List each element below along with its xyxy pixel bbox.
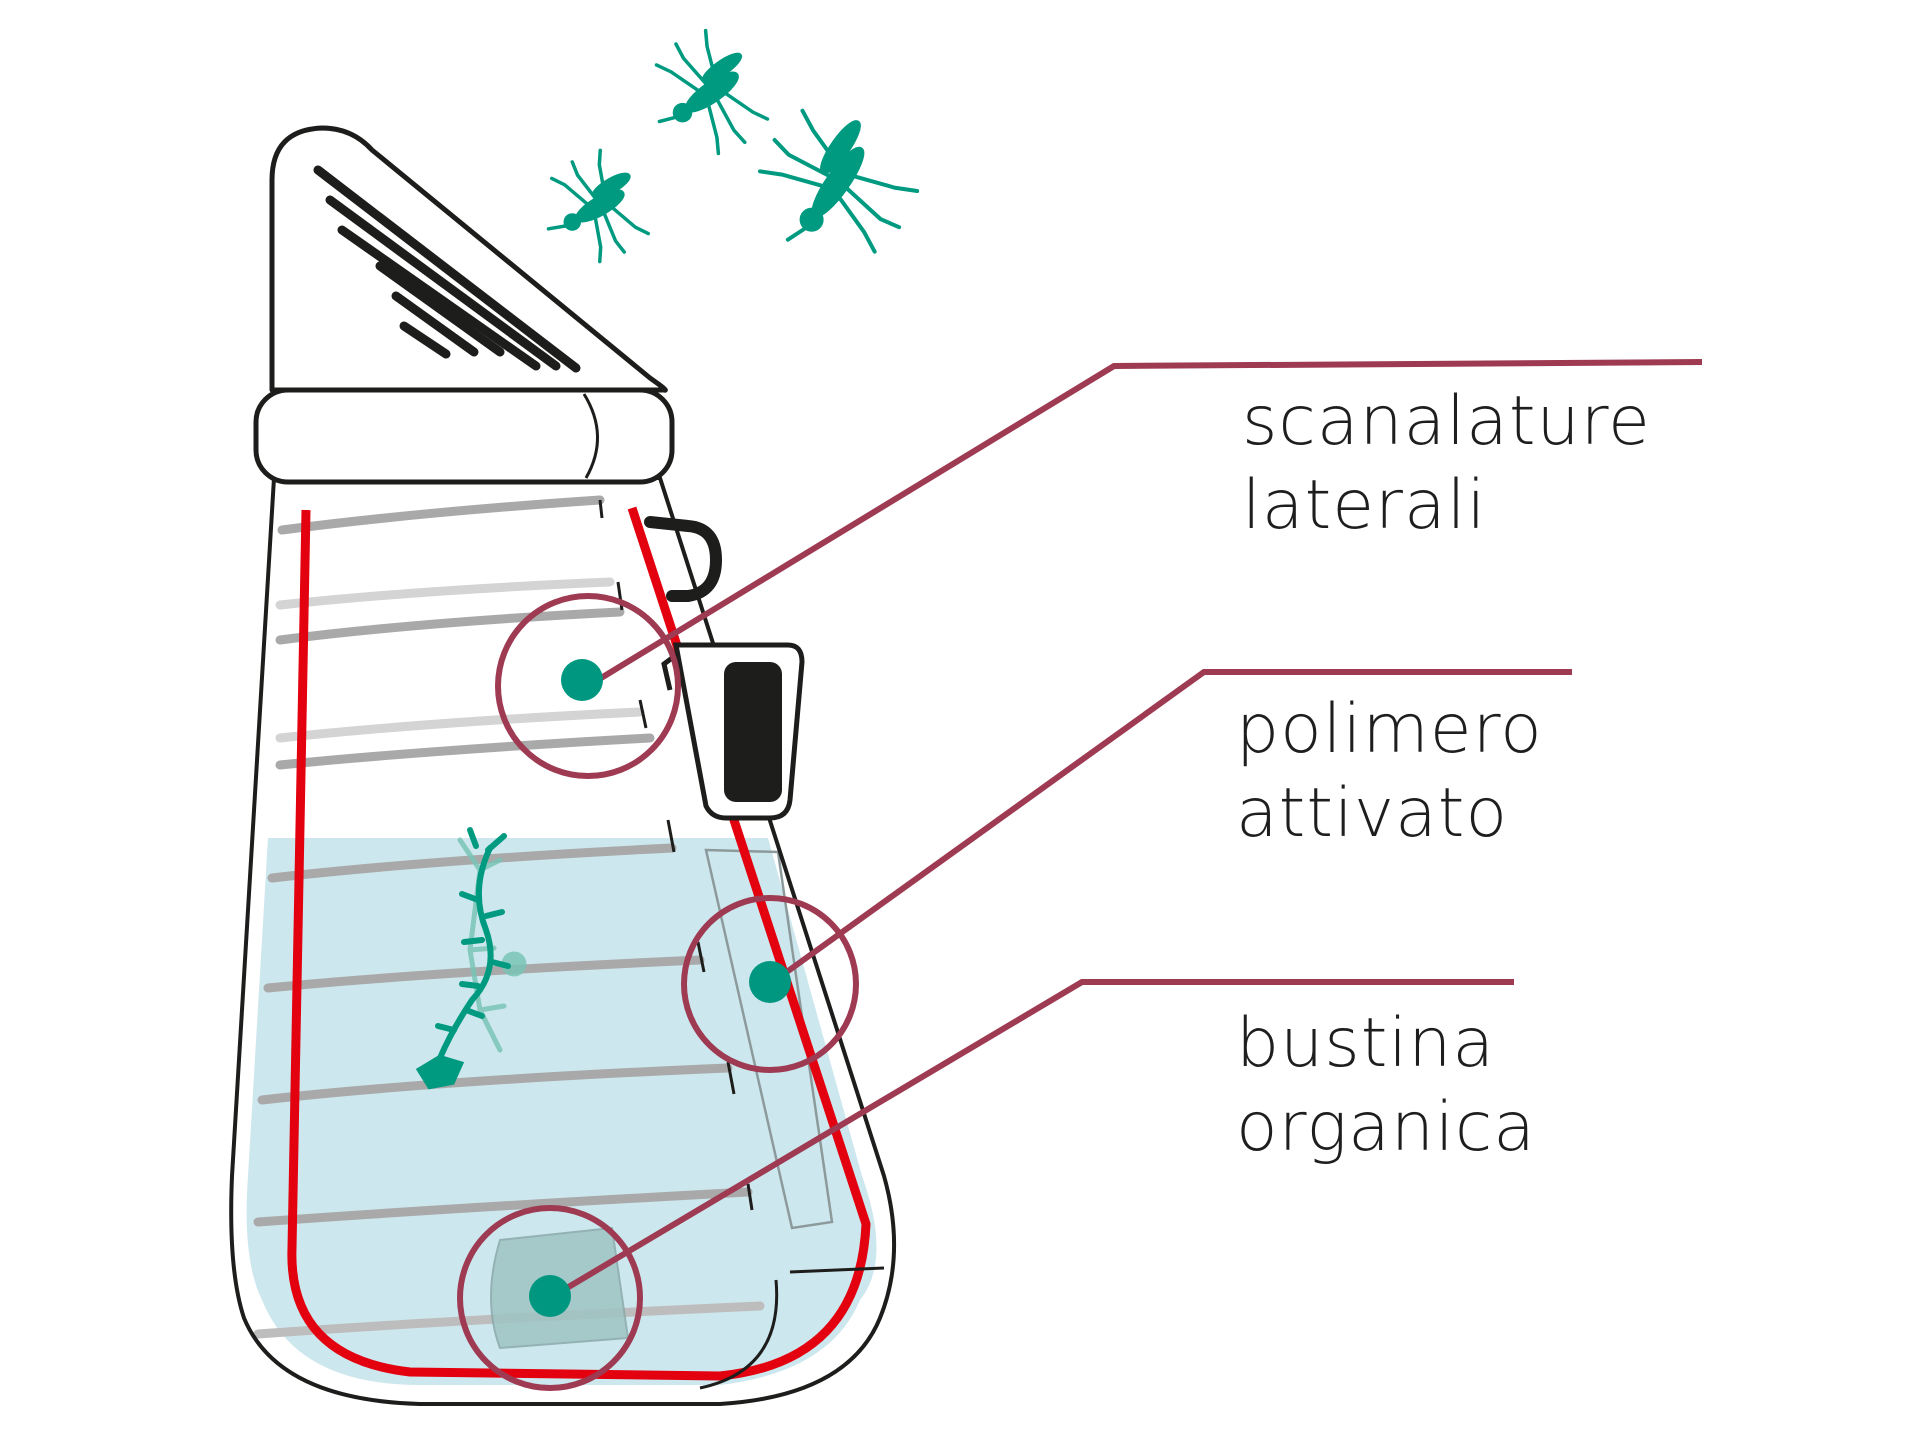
callout-ring [681, 895, 859, 1073]
trap-lid [253, 125, 675, 485]
label-line: attivato [1236, 774, 1509, 853]
callout-ring [457, 1205, 643, 1391]
mosquito-icon [546, 148, 650, 264]
side-grooves [253, 495, 765, 1339]
dot-icon [561, 659, 603, 701]
label-line: organica [1236, 1088, 1536, 1167]
label-line: laterali [1242, 466, 1487, 545]
label-bustina-organica: bustina organica [1236, 1002, 1536, 1170]
bottle-outline [229, 476, 897, 1406]
label-line: bustina [1236, 1004, 1496, 1083]
callout-scanalature [495, 359, 1703, 779]
lid-vents [313, 165, 581, 373]
label-line: polimero [1236, 690, 1543, 769]
callout-bustina [457, 979, 1514, 1391]
lid-top [269, 125, 668, 393]
label-line: scanalature [1242, 382, 1651, 461]
inner-bottom-curve [699, 1279, 779, 1390]
callout-ring [495, 593, 681, 779]
label-scanalature-laterali: scanalature laterali [1242, 380, 1651, 548]
side-latch [661, 642, 805, 821]
dot-icon [749, 961, 791, 1003]
trap-body [229, 476, 897, 1406]
lid-collar [253, 387, 675, 485]
larva-icon-secondary [415, 827, 511, 1090]
callout-polimero [681, 669, 1572, 1073]
callout-line [768, 669, 1572, 987]
callout-line [586, 359, 1703, 689]
dot-icon [529, 1275, 571, 1317]
bottom-inner-line [789, 1266, 885, 1274]
side-hook [644, 516, 723, 602]
mosquito-icon [758, 108, 920, 254]
label-polimero-attivato: polimero attivato [1236, 688, 1543, 856]
polymer-panel [704, 848, 834, 1230]
mosquito-icon [654, 28, 770, 156]
callout-line [548, 979, 1514, 1301]
red-tube [287, 506, 871, 1381]
